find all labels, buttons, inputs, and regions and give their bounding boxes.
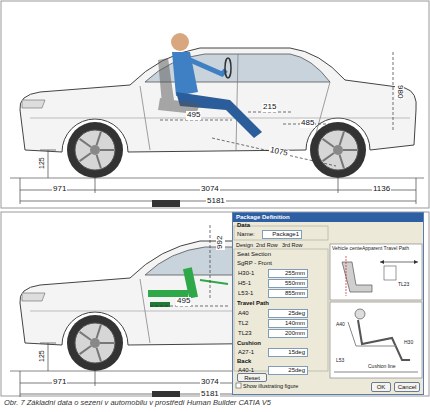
button-label: OK [372,383,390,391]
drawing-stroke [10,48,424,204]
field-value: 550mm [268,279,308,288]
ok-button: OK [371,382,391,392]
dialog-text: Cushion [237,340,261,347]
dimension-value: 5181 [206,197,226,206]
dialog-text: SgRP - Front [237,260,272,267]
dimension-value: 971 [52,185,67,194]
drawing-stroke [342,262,372,292]
figure-label: Apparent Travel Path [362,246,409,252]
drawing-stroke [330,244,422,300]
drawing-stroke [150,225,228,306]
drawing-stroke [158,58,200,114]
dimension-value: 1136 [372,185,391,194]
dialog-text: TL23 [238,330,252,337]
figure-label: A40 [336,322,345,328]
drawing-stroke [393,52,394,132]
drawing-stroke [152,391,180,397]
field-value: 15deg [268,348,308,357]
drawing-stroke [380,262,418,263]
dialog-text: Data [237,222,250,229]
button-label: Reset [238,374,266,382]
dimension-value: 125 [38,349,46,363]
dialog-text: A40 [238,310,249,317]
dialog-text: Design [236,242,253,248]
drawing-stroke [171,33,189,51]
drawing-stroke [10,241,232,397]
dimension-value: 980 [395,84,404,99]
drawing-stroke [10,241,232,397]
dialog-text: Travel Path [237,300,269,307]
drawing-stroke [234,249,328,371]
drawing-stroke [212,138,336,166]
dialog-text: Show illustrating figure [243,383,298,389]
field-value: 255mm [268,269,308,278]
dialog-text: A27-1 [238,349,254,356]
dialog-text: Seat Section [237,251,271,258]
drawing-stroke [348,322,396,346]
reset-button: Reset [237,373,267,382]
drawing-stroke [1,1,429,208]
dialog-text: Name: [237,231,255,238]
drawing-stroke [1,212,429,396]
dialog-text: Back [237,358,251,365]
cancel-button: Cancel [394,382,420,392]
drawing-stroke [183,267,198,298]
dimension-value: 5181 [200,390,220,399]
field-value: 140mm [268,319,308,328]
drawing-stroke [334,372,418,373]
figure-label: L53 [336,358,344,364]
drawing-stroke [330,302,422,378]
dimension-value: 971 [52,378,67,387]
drawing-stroke [172,52,198,96]
figure-label: H30 [404,340,413,346]
dimension-value: 3074 [200,378,220,387]
drawing-stroke [234,226,328,240]
figure-label: TL23 [398,282,409,288]
dialog-text: 2nd Row [256,242,278,248]
drawing-stroke [200,280,228,284]
dialog-text: L53-1 [238,290,253,297]
drawing-stroke [176,92,262,138]
dialog-text: H5-1 [238,280,251,287]
dialog-text: TL2 [238,320,248,327]
drawing-stroke [358,320,410,360]
figure-caption: Obr. 7 Základní data o sezení v automobi… [4,399,271,407]
dialog-text: H30-1 [238,270,254,277]
drawing-stroke [346,256,347,296]
drawing-stroke [355,309,365,319]
field-value: Package1 [262,230,302,239]
drawing-stroke [225,58,231,78]
drawing-stroke [190,60,226,74]
drawing-stroke [236,383,241,388]
field-value: 25deg [268,366,308,375]
dimension-value: 215 [262,103,277,112]
dimension-value: 495 [176,297,191,306]
figure-label: Cushion line [368,364,396,370]
button-label: Cancel [395,383,419,391]
dimension-value: 485 [300,119,315,128]
dimension-value: 992 [216,235,225,250]
dimension-value: 125 [38,156,46,170]
drawing-stroke [160,52,393,166]
dimension-value: 3074 [200,185,220,194]
drawing-stroke [210,225,211,300]
window-title: Package Definition [233,213,423,222]
dialog-text: 3rd Row [282,242,302,248]
drawing-stroke [152,200,180,207]
drawing-stroke [384,266,396,280]
field-value: 25deg [268,309,308,318]
drawing-stroke [380,260,418,264]
field-value: 200mm [268,329,308,338]
dimension-value: 495 [186,111,201,120]
dialog-text: A40-1 [238,367,254,374]
drawing-stroke [148,290,188,297]
field-value: 855mm [268,289,308,298]
